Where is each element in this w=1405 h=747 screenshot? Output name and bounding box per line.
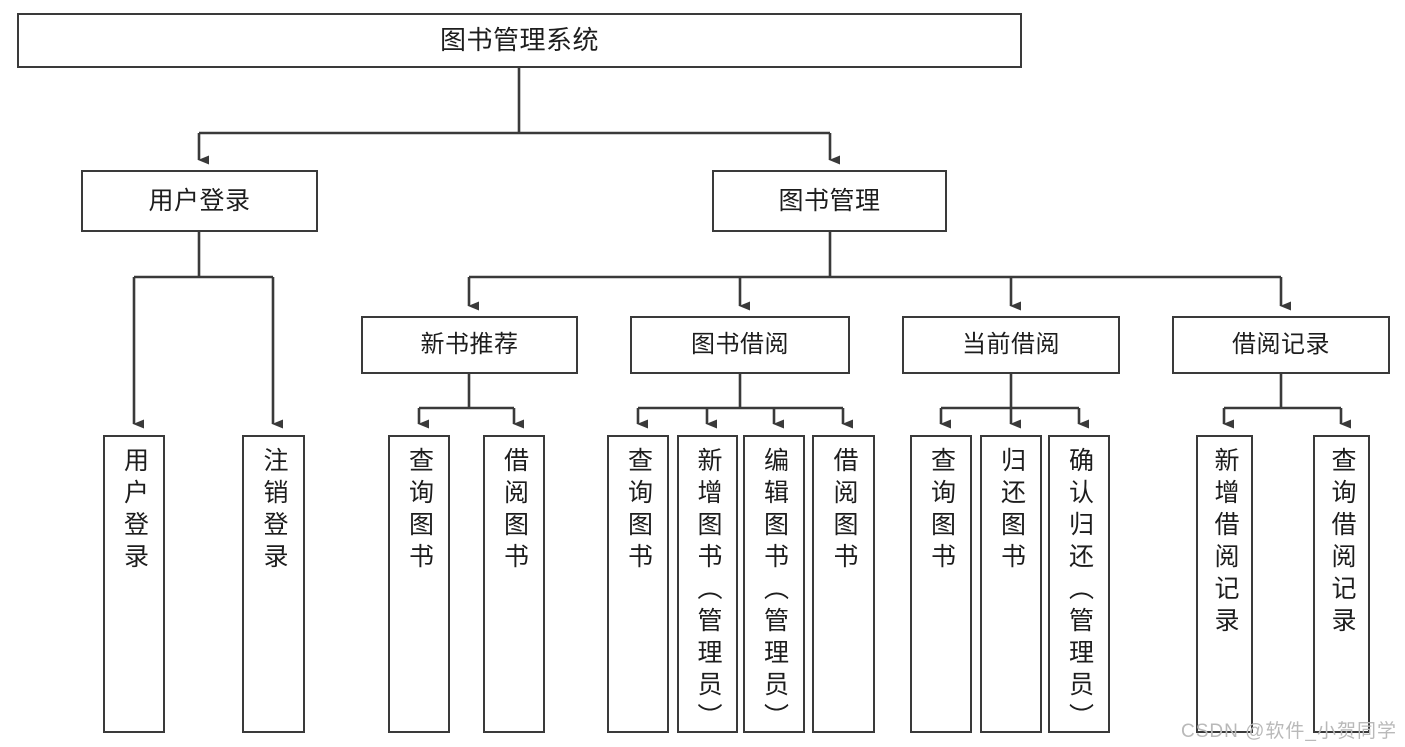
node-label: 注销登录	[260, 447, 288, 575]
node-label: 查询借阅记录	[1328, 447, 1356, 639]
node-label: 用户登录	[120, 447, 149, 575]
node-label: 新增借阅记录	[1211, 447, 1239, 639]
node-label: 图书借阅	[691, 331, 789, 359]
node-book-management[interactable]: 图书管理	[712, 170, 947, 232]
leaf-record-add-record[interactable]: 新增借阅记录	[1196, 435, 1253, 733]
node-new-book-recommend[interactable]: 新书推荐	[361, 316, 578, 374]
node-label: 图书管理	[778, 186, 881, 215]
node-label: 当前借阅	[962, 331, 1060, 359]
node-label: 用户登录	[148, 186, 251, 215]
leaf-user-login-login[interactable]: 用户登录	[103, 435, 165, 733]
node-user-login[interactable]: 用户登录	[81, 170, 318, 232]
leaf-borrow-edit-book-admin[interactable]: 编辑图书（管理员）	[743, 435, 805, 735]
leaf-record-query-record[interactable]: 查询借阅记录	[1313, 435, 1370, 733]
node-label: 归还图书	[997, 447, 1026, 575]
leaf-current-confirm-return-admin[interactable]: 确认归还（管理员）	[1048, 435, 1110, 735]
leaf-borrow-query-book[interactable]: 查询图书	[607, 435, 669, 733]
node-book-borrow[interactable]: 图书借阅	[630, 316, 850, 374]
node-label: 借阅图书	[500, 447, 529, 575]
leaf-user-login-logout[interactable]: 注销登录	[242, 435, 305, 733]
node-label: 编辑图书（管理员）	[760, 447, 789, 735]
node-label: 查询图书	[624, 447, 653, 575]
leaf-borrow-add-book-admin[interactable]: 新增图书（管理员）	[677, 435, 738, 735]
node-label: 查询图书	[405, 447, 434, 575]
node-root-system[interactable]: 图书管理系统	[17, 13, 1022, 68]
node-label: 借阅图书	[830, 447, 858, 575]
node-label: 图书管理系统	[439, 25, 599, 56]
node-label: 新书推荐	[420, 331, 519, 359]
node-label: 新增图书（管理员）	[694, 447, 722, 735]
leaf-recommend-borrow-book[interactable]: 借阅图书	[483, 435, 545, 733]
node-borrow-record[interactable]: 借阅记录	[1172, 316, 1390, 374]
node-label: 借阅记录	[1232, 331, 1330, 359]
node-label: 确认归还（管理员）	[1065, 447, 1094, 735]
leaf-recommend-query-book[interactable]: 查询图书	[388, 435, 450, 733]
leaf-borrow-borrow-book[interactable]: 借阅图书	[812, 435, 875, 733]
leaf-current-query-book[interactable]: 查询图书	[910, 435, 972, 733]
node-current-borrow[interactable]: 当前借阅	[902, 316, 1120, 374]
node-label: 查询图书	[927, 447, 956, 575]
leaf-current-return-book[interactable]: 归还图书	[980, 435, 1042, 733]
